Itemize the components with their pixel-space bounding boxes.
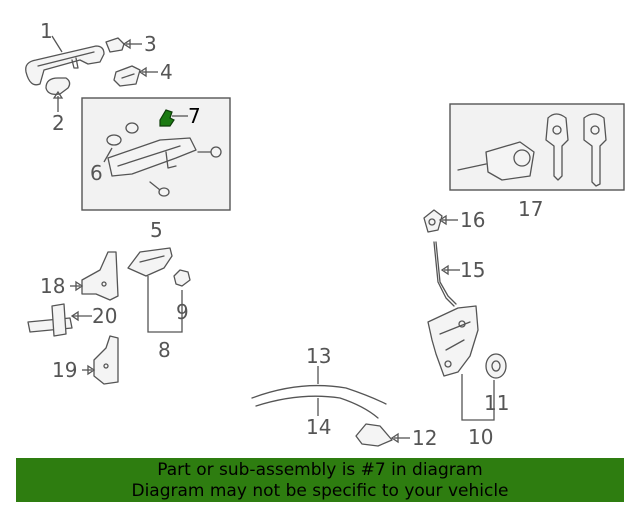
part-19-hinge-lower[interactable]: [93, 335, 119, 385]
leader-10: [461, 374, 495, 421]
part-13-cable[interactable]: [251, 384, 387, 405]
arrow-18: [75, 280, 84, 292]
part-14-cable[interactable]: [255, 395, 379, 419]
notice-banner: Part or sub-assembly is #7 in diagram Di…: [16, 458, 624, 502]
part-17-lock-cylinder-keys[interactable]: [457, 113, 607, 187]
notice-line-2: Diagram may not be specific to your vehi…: [131, 481, 509, 501]
part-15-rod[interactable]: [433, 241, 457, 307]
callout-20: 20: [92, 304, 117, 328]
arrow-19: [87, 364, 96, 376]
arrow-12: [390, 432, 399, 444]
part-3-handle-cap[interactable]: [105, 37, 125, 53]
leader-6: [103, 147, 113, 163]
arrow-20: [70, 310, 79, 322]
callout-16: 16: [460, 208, 485, 232]
part-8-inside-handle[interactable]: [127, 247, 173, 277]
callout-14: 14: [306, 415, 331, 439]
part-12-cover[interactable]: [355, 423, 393, 447]
arrow-3: [122, 38, 131, 50]
callout-7: 7: [188, 104, 201, 128]
part-2-handle-pad[interactable]: [45, 77, 71, 96]
part-7-clip[interactable]: [159, 109, 175, 127]
part-10-lock-actuator[interactable]: [427, 305, 479, 377]
callout-18: 18: [40, 274, 65, 298]
part-16-clip[interactable]: [423, 209, 443, 233]
leader-8: [147, 276, 183, 333]
arrow-2: [52, 90, 64, 99]
callout-11: 11: [484, 391, 509, 415]
callout-17: 17: [518, 197, 543, 221]
part-6-grommet[interactable]: [106, 122, 139, 146]
leader-1: [51, 35, 63, 53]
callout-12: 12: [412, 426, 437, 450]
callout-6: 6: [90, 161, 103, 185]
notice-line-1: Part or sub-assembly is #7 in diagram: [157, 460, 483, 480]
part-20-door-check[interactable]: [27, 303, 73, 337]
callout-15: 15: [460, 258, 485, 282]
callout-1: 1: [40, 19, 53, 43]
callout-5: 5: [150, 218, 163, 242]
part-18-hinge[interactable]: [81, 251, 119, 301]
arrow-4: [138, 66, 147, 78]
parts-diagram: 1 2 3 4 7 6 5: [25, 19, 625, 450]
part-9-bezel[interactable]: [173, 269, 191, 287]
callout-8: 8: [158, 338, 171, 362]
callout-13: 13: [306, 344, 331, 368]
arrow-15: [440, 264, 449, 276]
part-1-outside-handle[interactable]: [25, 45, 105, 86]
part-11-seal[interactable]: [485, 353, 507, 379]
callout-2: 2: [52, 111, 65, 135]
callout-4: 4: [160, 60, 173, 84]
part-4-handle-cover[interactable]: [113, 65, 141, 87]
callout-19: 19: [52, 358, 77, 382]
callout-9: 9: [176, 300, 189, 324]
part-5-handle-frame[interactable]: [107, 137, 222, 197]
arrow-16: [438, 214, 447, 226]
callout-3: 3: [144, 32, 157, 56]
callout-10: 10: [468, 425, 493, 449]
